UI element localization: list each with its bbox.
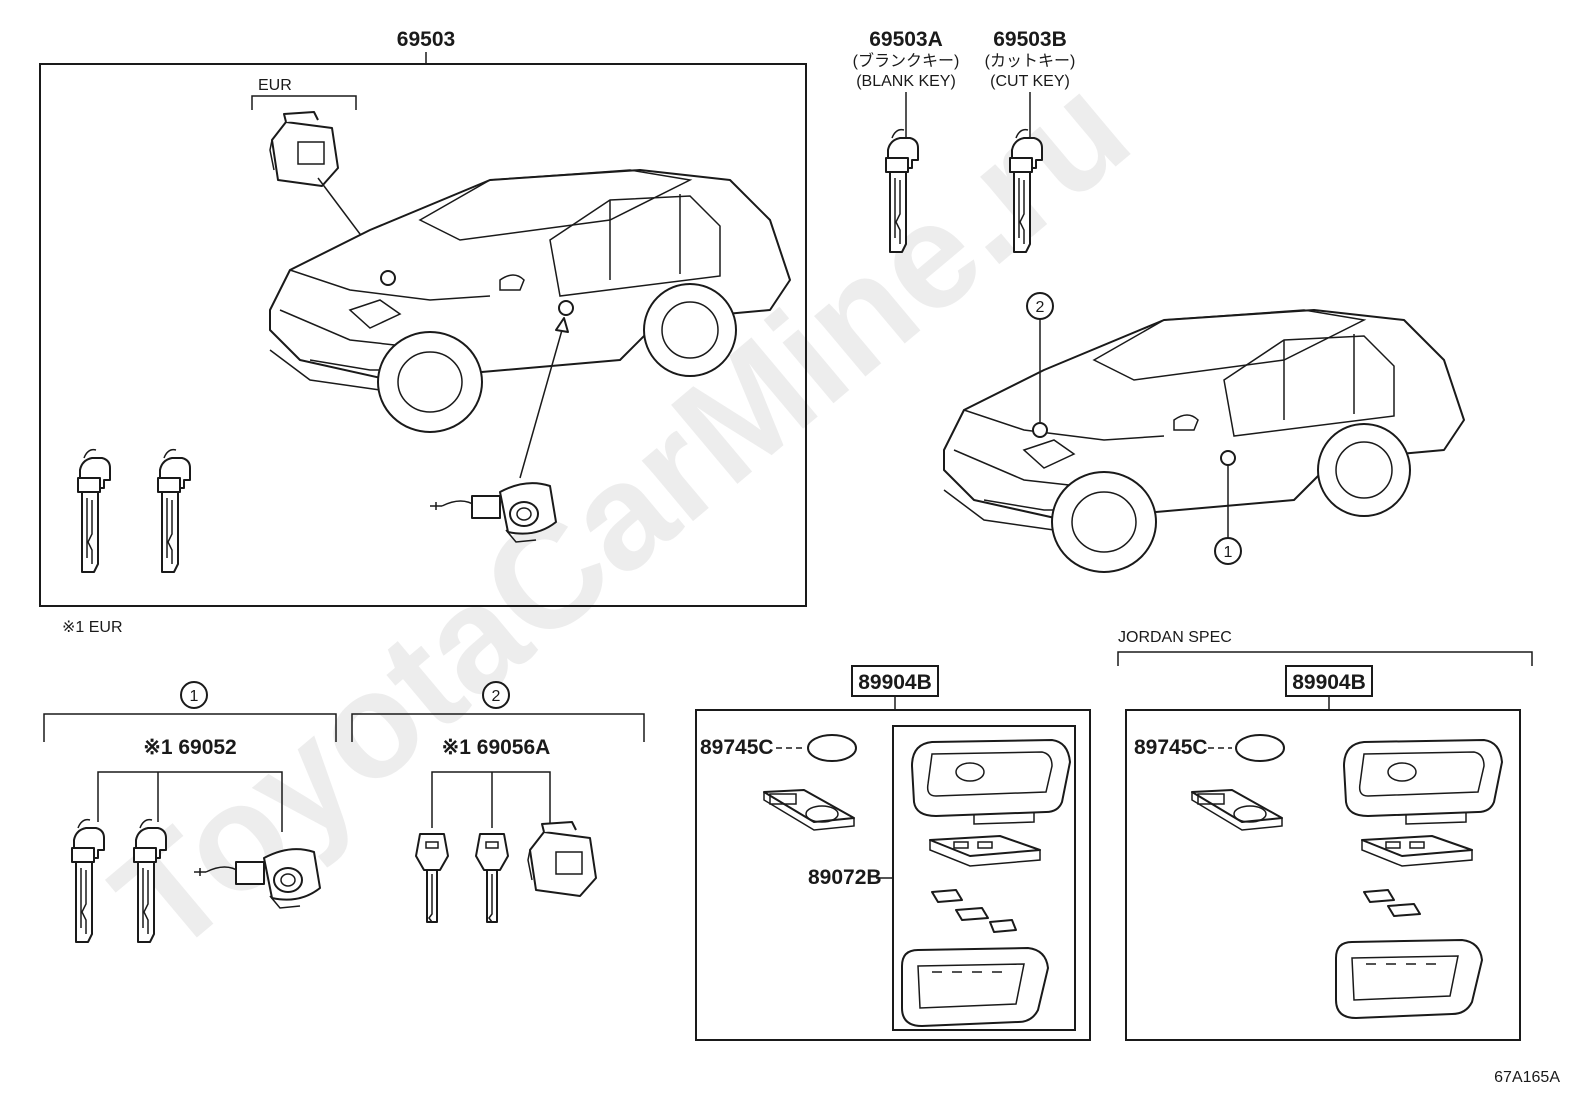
fob-buttons-a	[931, 889, 1017, 933]
callout-2-group: 2	[492, 688, 501, 705]
location-dot-door	[558, 300, 574, 316]
callout-1-group: 1	[190, 688, 199, 705]
fob-top-case-b	[1343, 739, 1503, 825]
group-2-bracket	[351, 713, 645, 742]
eur-lock-cylinder	[269, 111, 339, 187]
fob-bottom-case-a	[901, 947, 1049, 1027]
callout-2-circle-group	[482, 681, 510, 709]
diagram-code: 67A165A	[1494, 1069, 1560, 1086]
arrow-cylinder-to-door	[519, 329, 563, 479]
blank-key-number: 69503A	[869, 28, 943, 51]
group-2-leaders	[431, 771, 551, 828]
transmitter-a-part-number: 89904B	[858, 671, 932, 694]
holder-b-drawing	[1191, 789, 1283, 831]
vehicle-drawing-callouts	[943, 309, 1465, 573]
group-1-key-1	[71, 818, 105, 943]
transmitter-b-part-number: 89904B	[1292, 671, 1366, 694]
transmitter-a-frame	[695, 709, 1091, 1041]
transmitter-b-frame	[1125, 709, 1521, 1041]
holder-a-drawing	[763, 789, 855, 831]
location-dot-hood-2	[1032, 422, 1048, 438]
jordan-spec-bracket	[1117, 651, 1533, 666]
fob-board-a	[929, 835, 1041, 867]
fob-bottom-case-b	[1335, 939, 1483, 1019]
battery-a-part-number: 89745C	[700, 736, 774, 759]
group-2-key-1	[415, 833, 449, 923]
blank-key-jp-label: (ブランクキー)	[853, 51, 960, 70]
cut-key-number: 69503B	[993, 28, 1067, 51]
callout-2-vehicle: 2	[1036, 299, 1045, 316]
group-1-bracket	[43, 713, 337, 742]
callout-1-vehicle: 1	[1224, 544, 1233, 561]
key-blade-main-2	[157, 448, 191, 573]
footnote-eur: ※1 EUR	[62, 619, 123, 636]
group-2-part-number: ※1 69056A	[442, 736, 551, 759]
callout-1-circle-group	[180, 681, 208, 709]
battery-b-part-number: 89745C	[1134, 736, 1208, 759]
group-1-part-number: ※1 69052	[143, 736, 237, 759]
eur-bracket	[251, 95, 357, 110]
callout-1-circle-vehicle	[1214, 537, 1242, 565]
cut-key-jp-label: (カットキー)	[985, 53, 1076, 70]
case-set-part-number: 89072B	[808, 866, 882, 889]
group-2-lock-cylinder	[527, 821, 597, 897]
group-1-leaders	[97, 771, 283, 832]
fob-buttons-b	[1363, 889, 1421, 917]
main-assembly-label: 69503	[397, 28, 455, 51]
main-assembly-frame	[39, 63, 807, 607]
fob-top-case-a	[911, 739, 1071, 825]
battery-a-drawing	[807, 734, 857, 762]
eur-bracket-label: EUR	[258, 77, 292, 94]
jordan-spec-label: JORDAN SPEC	[1118, 629, 1232, 646]
battery-b-drawing	[1235, 734, 1285, 762]
key-blade-main-1	[77, 448, 111, 573]
location-dot-door-2	[1220, 450, 1236, 466]
fob-board-b	[1361, 835, 1473, 867]
arrow-head-door	[555, 317, 569, 333]
cut-key-en-label: (CUT KEY)	[990, 73, 1070, 90]
group-2-key-2	[475, 833, 509, 923]
location-dot-hood	[380, 270, 396, 286]
blank-key-en-label: (BLANK KEY)	[856, 73, 956, 90]
